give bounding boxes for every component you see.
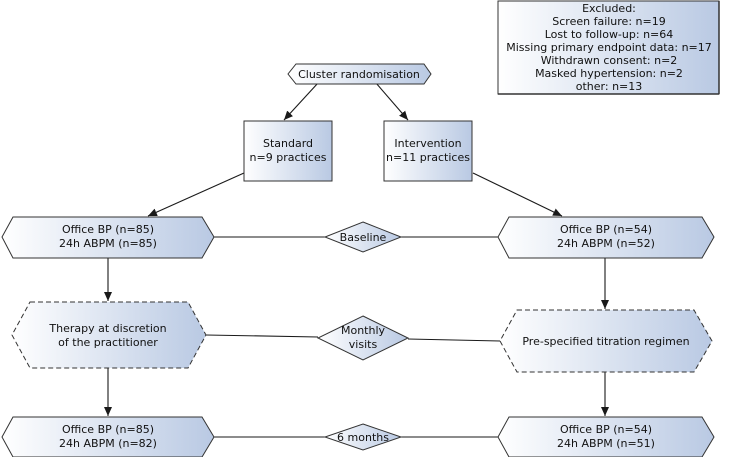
- excluded-missing-data: Missing primary endpoint data: n=17: [506, 41, 712, 54]
- baseline-left-abpm: 24h ABPM (n=85): [59, 237, 157, 250]
- therapy-left-line1: Therapy at discretion: [48, 322, 166, 335]
- monthly-label-line2: visits: [349, 338, 378, 351]
- therapy-right-box: Pre-specified titration regimen: [499, 309, 713, 373]
- randomisation-label: Cluster randomisation: [298, 68, 420, 81]
- excluded-box: Excluded: Screen failure: n=19 Lost to f…: [497, 0, 720, 95]
- final-right-box: Office BP (n=54) 24h ABPM (n=51): [497, 416, 715, 457]
- connectors: [104, 82, 609, 438]
- final-right-abpm: 24h ABPM (n=51): [557, 437, 655, 450]
- edge-standard-to-baseline-left: [147, 172, 245, 217]
- final-left-box: Office BP (n=85) 24h ABPM (n=82): [1, 416, 215, 457]
- randomisation-node: Cluster randomisation: [287, 63, 432, 85]
- therapy-right-label: Pre-specified titration regimen: [522, 335, 689, 348]
- final-right-office-bp: Office BP (n=54): [560, 423, 652, 436]
- therapy-left-line2: of the practitioner: [58, 336, 158, 349]
- excluded-other: other: n=13: [576, 80, 643, 93]
- intervention-arm-box: Intervention n=11 practices: [383, 120, 473, 182]
- excluded-withdrawn-consent: Withdrawn consent: n=2: [541, 54, 678, 67]
- baseline-right-office-bp: Office BP (n=54): [560, 223, 652, 236]
- six-months-diamond: 6 months: [323, 423, 403, 451]
- six-months-label: 6 months: [337, 431, 389, 444]
- baseline-diamond: Baseline: [323, 221, 403, 253]
- intervention-count: n=11 practices: [386, 151, 470, 164]
- baseline-left-box: Office BP (n=85) 24h ABPM (n=85): [1, 216, 215, 259]
- monthly-diamond: Monthly visits: [316, 315, 410, 361]
- standard-label: Standard: [263, 137, 313, 150]
- therapy-left-box: Therapy at discretion of the practitione…: [11, 301, 207, 369]
- edge-randomisation-to-standard: [283, 82, 319, 121]
- baseline-right-box: Office BP (n=54) 24h ABPM (n=52): [497, 216, 715, 259]
- monthly-label-line1: Monthly: [341, 324, 386, 337]
- edge-randomisation-to-intervention: [375, 82, 409, 121]
- excluded-lost-to-follow-up: Lost to follow-up: n=64: [545, 28, 674, 41]
- excluded-title: Excluded:: [582, 2, 636, 15]
- intervention-label: Intervention: [394, 137, 461, 150]
- final-left-abpm: 24h ABPM (n=82): [59, 437, 157, 450]
- excluded-screen-failure: Screen failure: n=19: [552, 15, 665, 28]
- edge-monthly-to-titration: [407, 338, 501, 342]
- edge-therapy-to-monthly: [205, 334, 319, 338]
- standard-count: n=9 practices: [250, 151, 327, 164]
- baseline-right-abpm: 24h ABPM (n=52): [557, 237, 655, 250]
- final-left-office-bp: Office BP (n=85): [62, 423, 154, 436]
- standard-arm-box: Standard n=9 practices: [243, 120, 333, 182]
- baseline-left-office-bp: Office BP (n=85): [62, 223, 154, 236]
- edge-intervention-to-baseline-right: [472, 172, 563, 217]
- excluded-masked-hypertension: Masked hypertension: n=2: [535, 67, 683, 80]
- baseline-label: Baseline: [340, 231, 387, 244]
